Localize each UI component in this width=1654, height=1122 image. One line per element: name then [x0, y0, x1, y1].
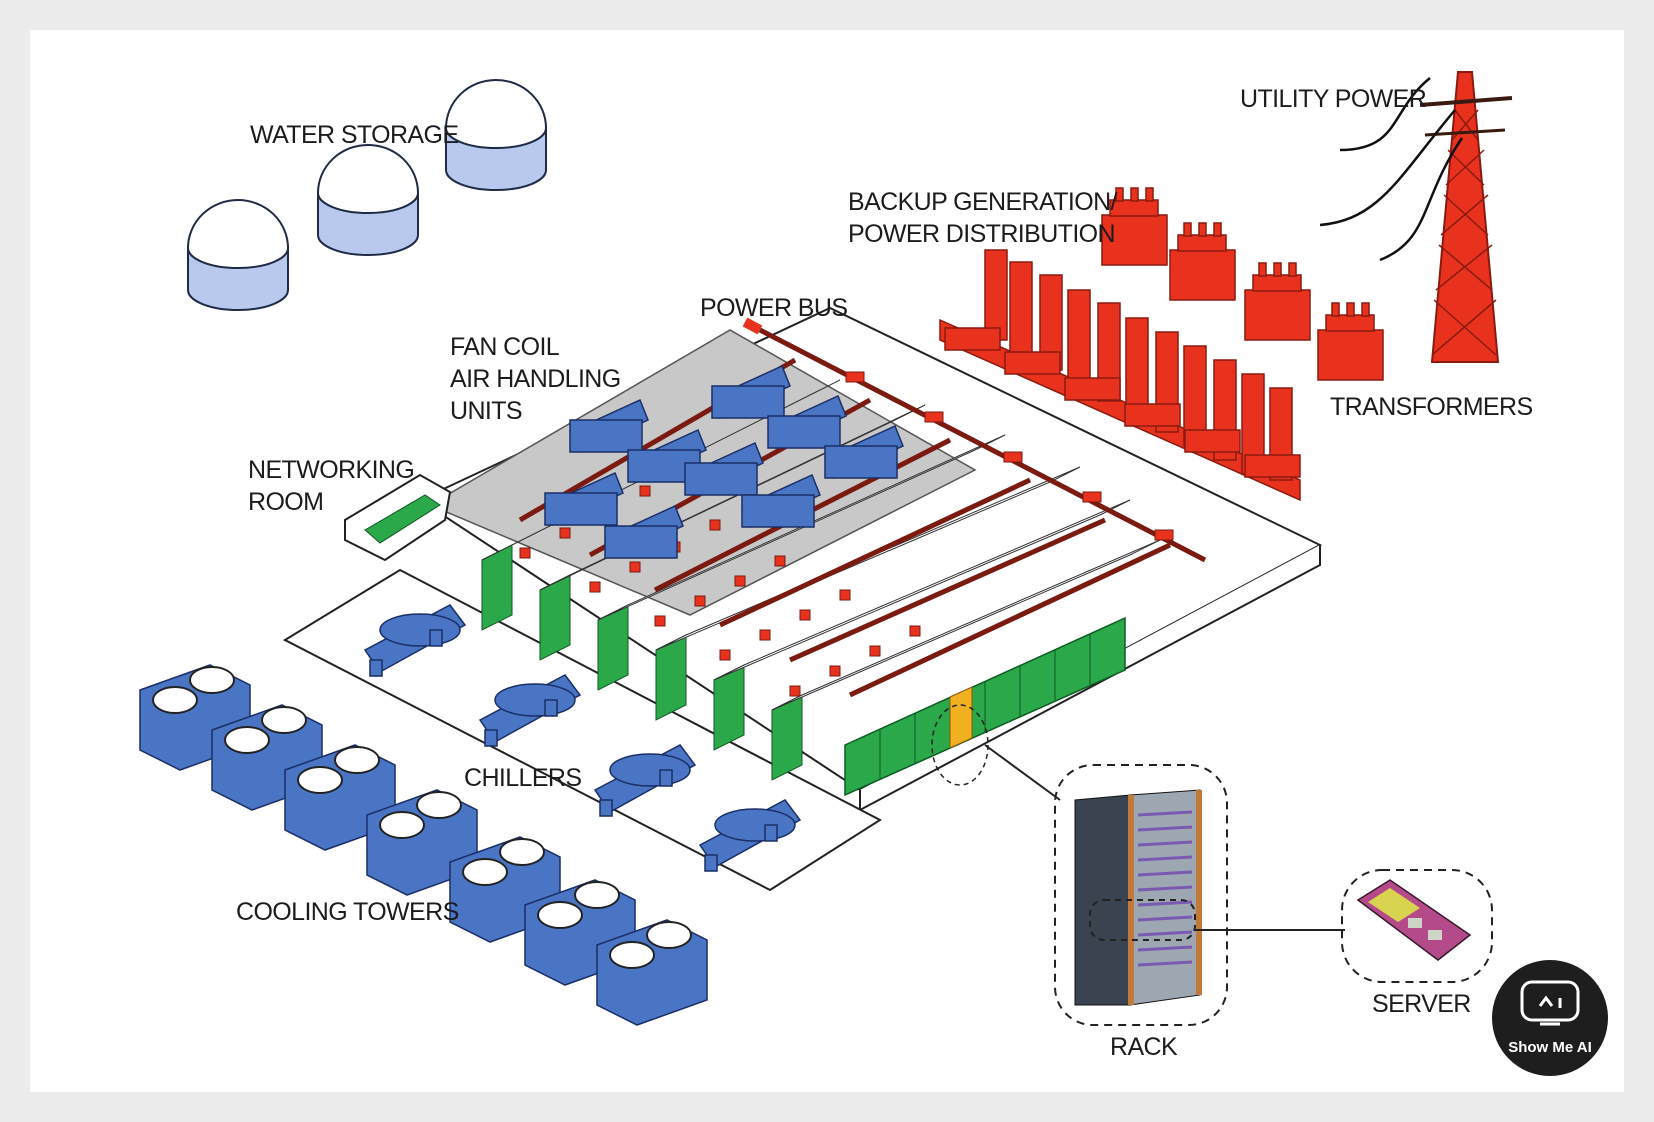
utility-power-tower [1319, 71, 1513, 363]
rack-row [771, 539, 1161, 781]
water-storage-tanks [187, 79, 547, 311]
labels: WATER STORAGE UTILITY POWER BACKUP GENER… [236, 85, 1533, 1061]
label-transformers: TRANSFORMERS [1330, 393, 1533, 421]
label-units: UNITS [450, 397, 522, 425]
highlighted-rack [949, 686, 973, 749]
cooling-towers [139, 664, 708, 1026]
rack-callout-box [1054, 764, 1228, 1026]
water-tank [187, 199, 289, 311]
rack-callout-circle [931, 704, 989, 786]
robot-face-icon [1520, 980, 1580, 1026]
rack-detail [984, 744, 1345, 1026]
water-tank [317, 144, 419, 256]
air-handling-units [544, 364, 904, 560]
chiller [593, 744, 697, 817]
label-backup-generation: BACKUP GENERATION/ [848, 188, 1118, 216]
power-distribution-units [519, 371, 1174, 697]
chillers [363, 604, 802, 872]
label-power-distribution: POWER DISTRIBUTION [848, 220, 1115, 248]
backup-generators [939, 249, 1301, 502]
transformer [1317, 302, 1384, 381]
rack-row [713, 499, 1131, 751]
cooling-tower [596, 919, 708, 1026]
label-rack: RACK [1110, 1033, 1178, 1061]
watermark-badge: Show Me AI [1492, 960, 1608, 1076]
server-callout-box [1341, 869, 1493, 983]
label-utility-power: UTILITY POWER [1240, 85, 1426, 113]
label-cooling-towers: COOLING TOWERS [236, 898, 459, 926]
label-air-handling: AIR HANDLING [450, 365, 621, 393]
chiller [478, 674, 582, 747]
label-room: ROOM [248, 488, 323, 516]
chiller [698, 799, 802, 872]
label-chillers: CHILLERS [464, 764, 581, 792]
label-server: SERVER [1372, 990, 1471, 1018]
transformers [1101, 187, 1384, 381]
transformer [1244, 262, 1311, 341]
water-tank [445, 79, 547, 191]
watermark-text: Show Me AI [1508, 1039, 1592, 1056]
label-networking: NETWORKING [248, 456, 414, 484]
label-power-bus: POWER BUS [700, 294, 847, 322]
transformer [1101, 187, 1168, 266]
chiller [363, 604, 467, 677]
label-fan-coil: FAN COIL [450, 333, 560, 361]
transformer [1169, 222, 1236, 301]
label-water-storage: WATER STORAGE [250, 121, 458, 149]
server-detail [1341, 869, 1493, 983]
